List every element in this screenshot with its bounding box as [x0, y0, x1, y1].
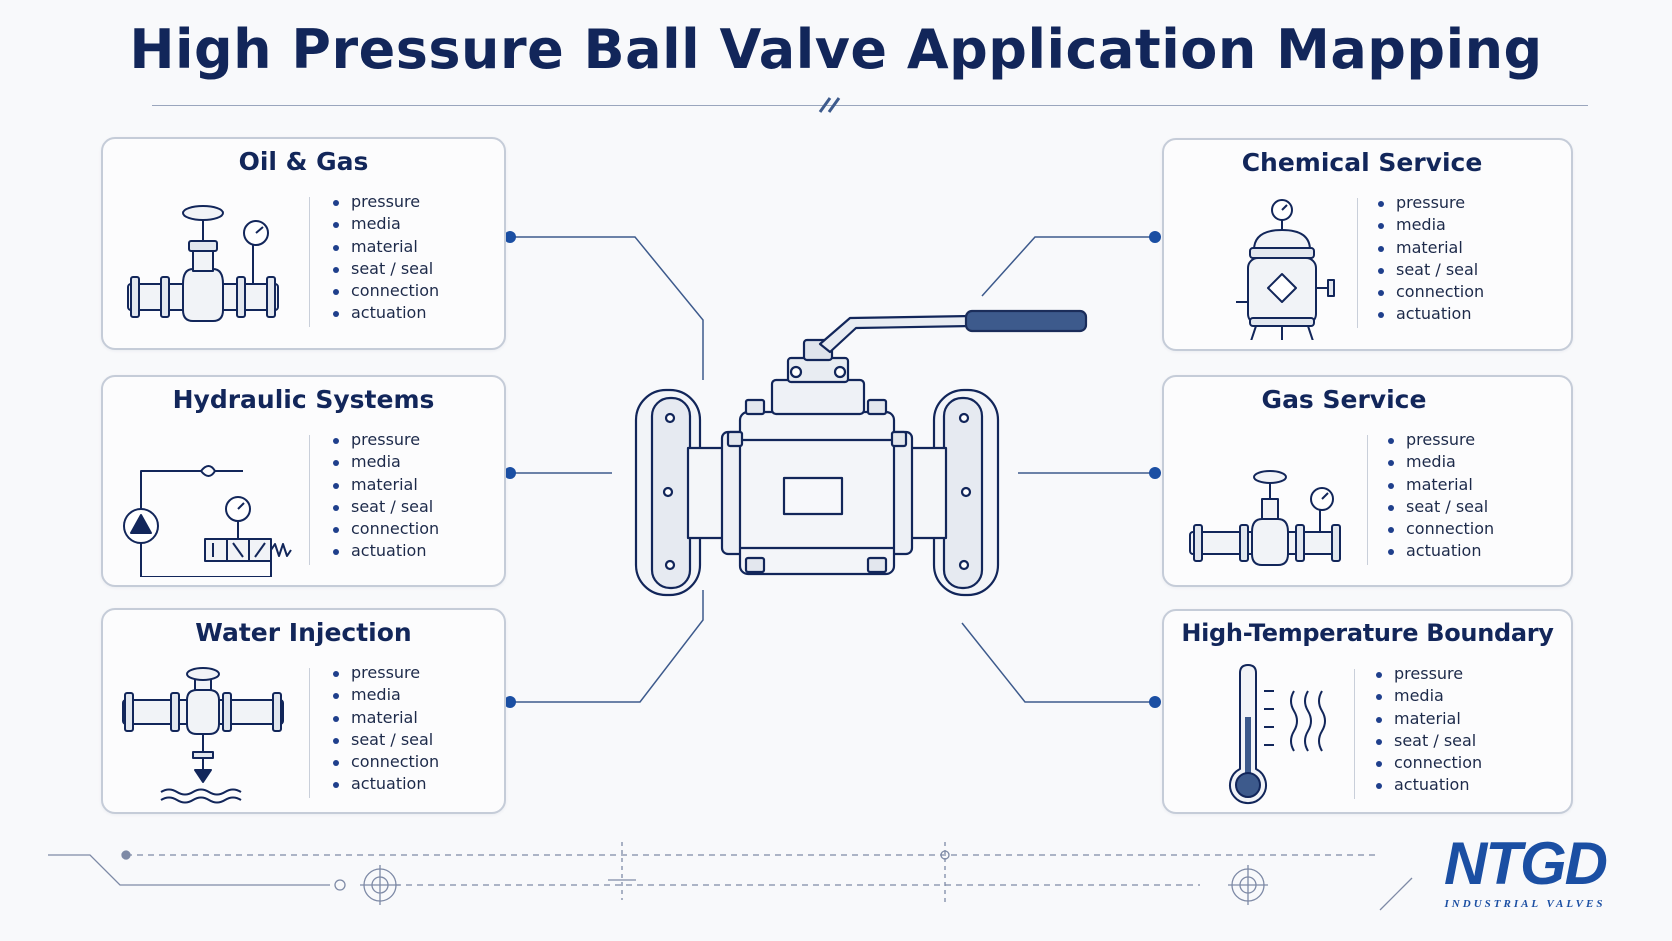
attr-pressure: pressure — [1374, 663, 1482, 685]
attribute-list: pressure media material seat / seal conn… — [331, 662, 439, 796]
title-rule — [152, 105, 1588, 106]
attr-material: material — [1386, 474, 1494, 496]
valve-pipeline-icon — [127, 205, 279, 322]
attr-media: media — [1374, 685, 1482, 707]
connector-high-temp — [961, 622, 1155, 703]
attr-material: material — [1376, 237, 1484, 259]
attr-seat-seal: seat / seal — [1374, 730, 1482, 752]
attr-pressure: pressure — [1376, 192, 1484, 214]
attr-seat-seal: seat / seal — [331, 496, 439, 518]
attr-media: media — [331, 213, 439, 235]
attr-connection: connection — [331, 518, 439, 540]
attr-actuation: actuation — [1386, 540, 1494, 562]
attr-connection: connection — [331, 280, 439, 302]
attr-material: material — [1374, 708, 1482, 730]
thermometer-icon — [1229, 664, 1326, 805]
card-title: Chemical Service — [1241, 148, 1483, 177]
attr-actuation: actuation — [1376, 303, 1484, 325]
attribute-list: pressure media material seat / seal conn… — [1376, 192, 1484, 326]
ball-valve-icon — [634, 309, 1088, 597]
attr-media: media — [1376, 214, 1484, 236]
attr-actuation: actuation — [331, 773, 439, 795]
hydraulic-circuit-icon — [123, 465, 292, 577]
card-divider — [1367, 435, 1368, 565]
attr-pressure: pressure — [1386, 429, 1494, 451]
attr-material: material — [331, 474, 439, 496]
attribute-list: pressure media material seat / seal conn… — [1374, 663, 1482, 797]
connector-chemical — [981, 236, 1155, 297]
attr-seat-seal: seat / seal — [331, 258, 439, 280]
water-injection-icon — [122, 667, 284, 804]
attr-material: material — [331, 236, 439, 258]
attribute-list: pressure media material seat / seal conn… — [1386, 429, 1494, 563]
card-divider — [309, 435, 310, 565]
attr-material: material — [331, 707, 439, 729]
card-title: Water Injection — [195, 618, 412, 647]
card-title: Gas Service — [1261, 385, 1427, 414]
connector-lines — [510, 236, 1155, 703]
connector-water — [510, 590, 704, 703]
attr-pressure: pressure — [331, 429, 439, 451]
attr-seat-seal: seat / seal — [331, 729, 439, 751]
chemical-vessel-icon — [1236, 199, 1335, 340]
attr-pressure: pressure — [331, 191, 439, 213]
attribute-list: pressure media material seat / seal conn… — [331, 191, 439, 325]
attr-pressure: pressure — [331, 662, 439, 684]
attr-seat-seal: seat / seal — [1376, 259, 1484, 281]
attr-connection: connection — [1374, 752, 1482, 774]
attr-connection: connection — [1386, 518, 1494, 540]
attr-actuation: actuation — [331, 302, 439, 324]
attr-media: media — [331, 684, 439, 706]
card-title: Hydraulic Systems — [172, 385, 435, 414]
card-gas-service[interactable]: Gas Service pressure media material seat… — [1162, 375, 1573, 587]
card-divider — [309, 197, 310, 327]
logo-mark: NTGD — [1444, 830, 1608, 897]
connector-dots — [504, 231, 1161, 708]
page-title: High Pressure Ball Valve Application Map… — [129, 18, 1543, 81]
card-hydraulic-systems[interactable]: Hydraulic Systems pressure media materia… — [101, 375, 506, 587]
card-title: High-Temperature Boundary — [1181, 619, 1554, 647]
logo-subtitle: INDUSTRIAL VALVES — [1444, 898, 1606, 910]
attr-actuation: actuation — [331, 540, 439, 562]
title-slash-icon — [818, 97, 841, 113]
attr-media: media — [331, 451, 439, 473]
card-high-temperature-boundary[interactable]: High-Temperature Boundary pressure media… — [1162, 609, 1573, 814]
card-divider — [309, 668, 310, 798]
attr-actuation: actuation — [1374, 774, 1482, 796]
connector-oil-gas — [510, 236, 704, 380]
attr-seat-seal: seat / seal — [1386, 496, 1494, 518]
title-area: High Pressure Ball Valve Application Map… — [0, 0, 1672, 110]
attr-connection: connection — [331, 751, 439, 773]
card-water-injection[interactable]: Water Injection pressure media material … — [101, 608, 506, 814]
attribute-list: pressure media material seat / seal conn… — [331, 429, 439, 563]
card-oil-gas[interactable]: Oil & Gas pressure media material seat /… — [101, 137, 506, 350]
card-divider — [1357, 198, 1358, 328]
attr-media: media — [1386, 451, 1494, 473]
gas-pipeline-icon — [1189, 470, 1341, 566]
card-title: Oil & Gas — [238, 147, 369, 176]
attr-connection: connection — [1376, 281, 1484, 303]
brand-logo: NTGD INDUSTRIAL VALVES — [1420, 834, 1630, 914]
card-chemical-service[interactable]: Chemical Service pressure media material… — [1162, 138, 1573, 351]
card-divider — [1354, 669, 1355, 799]
footer-decoration — [48, 842, 1413, 911]
